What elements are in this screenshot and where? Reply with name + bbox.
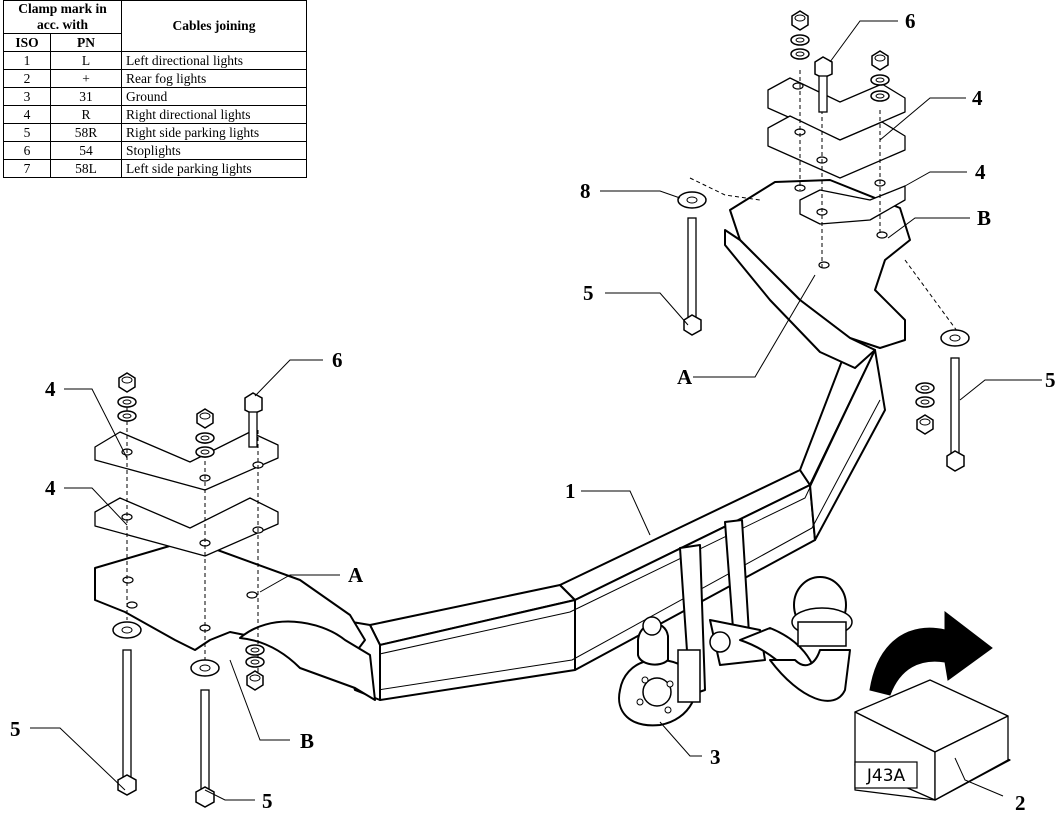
package-code-label: J43A [866, 766, 906, 786]
left-bolt-5-outer [112, 621, 142, 796]
callout-labels: 4 4 6 A 5 B 5 1 3 2 8 5 A 6 4 4 B 5 [10, 9, 1056, 815]
callout-part-5-left-outer: 5 [10, 717, 21, 741]
table-cell-desc: Left side parking lights [121, 159, 307, 178]
callout-part-6-right: 6 [905, 9, 916, 33]
callout-part-8: 8 [580, 179, 591, 203]
left-bolt-5-inner [190, 659, 220, 808]
table-cell-pn: 58L [50, 159, 122, 178]
left-nut-stack-bottom [245, 644, 265, 691]
callout-part-5-right-left: 5 [583, 281, 594, 305]
right-spacer-plate-mid [767, 115, 906, 179]
right-bolt-8-washer [677, 191, 707, 336]
callout-part-3: 3 [710, 745, 721, 769]
wiring-table: Clamp mark in acc. with Cables joining I… [3, 0, 307, 178]
table-cell-desc: Right directional lights [121, 105, 307, 124]
callout-part-4-left-upper: 4 [45, 377, 56, 401]
leader-lines [30, 20, 1042, 801]
left-mounting-bracket [94, 539, 376, 701]
callout-part-4-right-upper: 4 [972, 86, 983, 110]
callout-part-4-left-lower: 4 [45, 476, 56, 500]
table-cell-iso: 7 [3, 159, 51, 178]
installation-arrow-icon [869, 610, 993, 696]
table-header-pn: PN [50, 33, 122, 52]
table-cell-pn: 31 [50, 87, 122, 106]
right-mounting-bracket [724, 179, 911, 369]
callout-mark-a-left: A [348, 563, 364, 587]
right-spacer-plate-lower [799, 179, 906, 225]
table-cell-desc: Stoplights [121, 141, 307, 160]
table-cell-desc: Right side parking lights [121, 123, 307, 142]
callout-part-1: 1 [565, 479, 576, 503]
callout-mark-b-left: B [300, 729, 314, 753]
left-nut-stack-inner [195, 408, 215, 458]
table-cell-desc: Ground [121, 87, 307, 106]
right-bolt-5 [940, 329, 970, 472]
right-nut-stack-right [870, 50, 890, 102]
package-box: J43A [854, 679, 1011, 801]
left-spacer-plate-upper [94, 431, 279, 491]
callout-part-4-right-lower: 4 [975, 160, 986, 184]
right-bolt-6 [814, 56, 833, 113]
electrical-socket [618, 616, 701, 727]
callout-mark-b-right: B [977, 206, 991, 230]
table-header-cables-joining: Cables joining [121, 0, 307, 52]
right-nut-stack-left [790, 10, 810, 60]
left-bolt-6 [244, 392, 263, 448]
table-header-clamp-mark: Clamp mark in acc. with [3, 0, 122, 34]
tow-ball-mount [679, 519, 853, 702]
callout-part-6-left: 6 [332, 348, 343, 372]
left-nut-stack-outer [117, 372, 137, 422]
table-cell-pn: 54 [50, 141, 122, 160]
callout-mark-a-right: A [677, 365, 693, 389]
callout-part-5-right: 5 [1045, 368, 1056, 392]
right-nut-stack-bottom [915, 382, 935, 435]
callout-part-2: 2 [1015, 791, 1026, 815]
callout-part-5-left-inner: 5 [262, 789, 273, 813]
left-spacer-plate-lower [94, 497, 279, 557]
